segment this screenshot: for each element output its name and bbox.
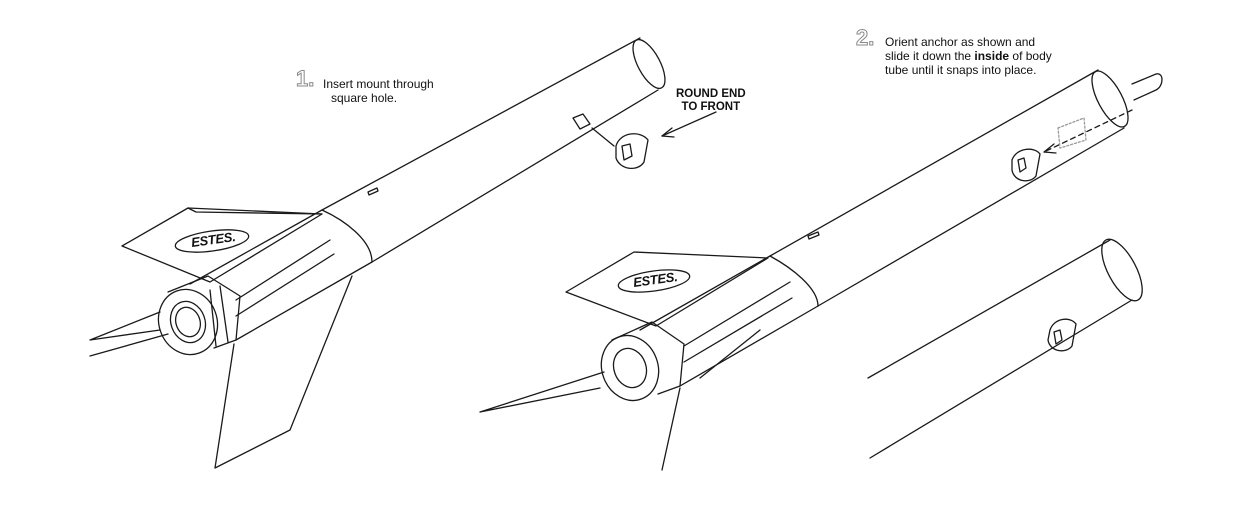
rocket-2-nozzle-outer <box>600 334 660 402</box>
arrow-slide-inside <box>1043 109 1133 153</box>
arrow-round-end-head <box>661 127 675 138</box>
anchor-hook <box>1131 73 1163 101</box>
rocket-1-fin-left <box>89 311 169 357</box>
step-2-line-3: tube until it snaps into place. <box>885 63 1037 77</box>
rocket-2-slot <box>807 231 820 240</box>
cutaway-anchor <box>1047 318 1077 352</box>
cutaway-tube-walls <box>867 239 1133 459</box>
rocket-2-fin-top <box>565 251 769 327</box>
loose-anchor <box>615 73 1163 169</box>
rocket-1-nozzle-outer <box>157 288 219 356</box>
cutaway-tube <box>867 238 1143 459</box>
arrow-round-end <box>661 111 717 137</box>
rocket-1-estes-logo <box>174 229 250 253</box>
rocket-1-slot <box>367 187 379 196</box>
rocket-1 <box>89 37 666 469</box>
cutaway-tube-front-end <box>1101 238 1143 302</box>
step-2-line-2: slide it down the inside of body <box>885 49 1052 63</box>
rocket-2 <box>479 69 1129 471</box>
arrow-leader-square-hole <box>591 127 615 147</box>
rocket-1-fin-bottom <box>214 275 353 469</box>
rocket-1-tube-front-end <box>632 38 666 90</box>
step-2-instructions: Orient anchor as shown and slide it down… <box>885 35 1052 77</box>
rocket-1-nozzle-inner <box>169 300 207 344</box>
rocket-2-anchor-mount <box>1011 148 1041 182</box>
round-end-callout: ROUND END TO FRONT <box>676 88 746 114</box>
step-2-line-1: Orient anchor as shown and <box>885 35 1036 49</box>
anchor-part-step1 <box>615 133 649 169</box>
rocket-2-tube-front-end <box>1091 70 1129 128</box>
step-1-number: 1. <box>295 66 315 92</box>
callout-line-1: ROUND END <box>676 88 746 100</box>
arrow-slide-inside-head <box>1043 143 1057 154</box>
rocket-2-fin-bottom <box>661 329 761 471</box>
rocket-1-square-hole <box>572 113 591 130</box>
rocket-2-tail-section <box>639 255 819 387</box>
callout-line-2: TO FRONT <box>681 101 741 113</box>
step-1-line-1: Insert mount through <box>323 77 434 91</box>
rocket-1-tail-section <box>189 209 373 341</box>
rocket-2-fin-left <box>479 371 605 413</box>
rocket-1-body-tube <box>321 37 659 263</box>
step-2-number: 2. <box>855 25 875 51</box>
rocket-2-nozzle-inner <box>612 347 648 389</box>
rocket-2-estes-logo <box>617 269 691 293</box>
step-2-line-2-post: of body <box>1009 49 1052 63</box>
rocket-2-body-tube <box>769 69 1125 307</box>
step-2-line-2-pre: slide it down the <box>885 49 975 63</box>
step-2-line-2-bold: inside <box>974 49 1010 63</box>
ghost-anchor <box>1057 117 1087 149</box>
step-1-instructions: Insert mount through square hole. <box>323 77 434 105</box>
step-1-line-2: square hole. <box>331 91 398 105</box>
